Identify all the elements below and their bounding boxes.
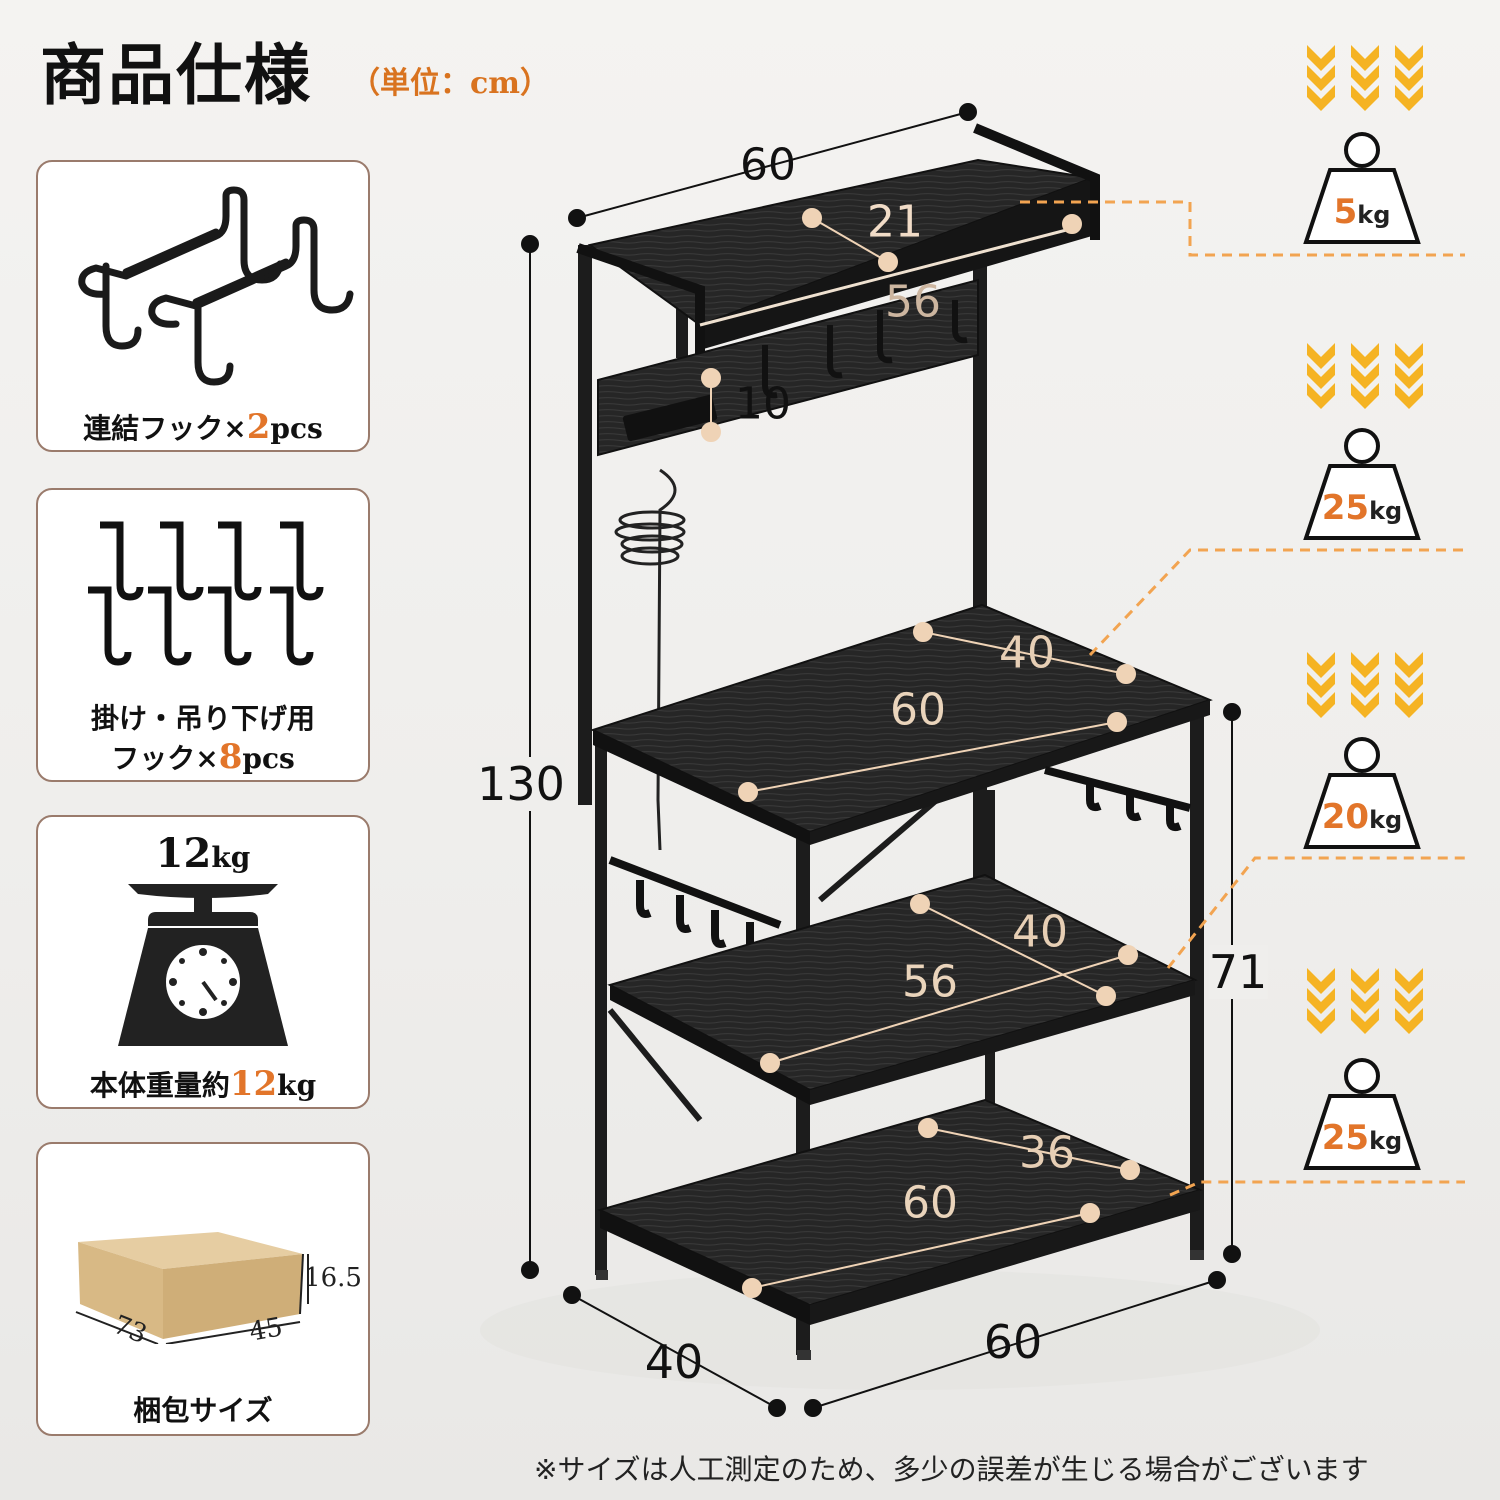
dim-total-height: 130 [477,757,565,811]
package-caption: 梱包サイズ [133,1394,273,1427]
weight-icon [1303,132,1421,1170]
load-icons [1303,45,1423,1170]
dim-shelf1-depth: 40 [999,627,1055,679]
page-title: 商品仕様 [40,37,312,114]
load-label-middle: 20kg [1321,797,1403,837]
scale-weight-label: 12kg [155,830,251,877]
dim-shelf3-width: 60 [902,1177,958,1229]
hanging-hooks-caption-2: フック×8pcs [111,737,295,777]
dim-lower-height: 71 [1208,945,1268,999]
shelf-dimension-lines [701,208,1140,1298]
unit-label: （単位：cm） [350,66,551,101]
connect-hook-caption: 連結フック×2pcs [83,407,323,447]
dim-shelf2-depth: 40 [1012,906,1068,958]
card-hanging-hooks: 掛け・吊り下げ用 フック×8pcs [36,488,370,782]
pegboard [597,278,979,457]
card-package-size: 16.5 73 45 梱包サイズ [36,1142,370,1436]
power-cable [614,468,686,851]
side-hook-rails [608,766,1192,960]
load-leader-lines [1020,200,1465,1197]
dim-shelf2-width: 56 [902,956,958,1008]
load-label-pegboard: 25kg [1321,488,1403,528]
load-label-top: 5kg [1333,192,1391,232]
shelf-1 [590,603,1213,845]
body-weight-caption: 本体重量約12kg [89,1064,317,1104]
scale-icon [118,884,288,1046]
dim-base-width: 60 [983,1315,1043,1369]
load-label-bottom: 25kg [1321,1118,1403,1158]
dim-top-depth: 21 [867,196,923,248]
package-width: 45 [247,1312,285,1348]
connect-hook-icon [78,186,354,386]
footnote: ※サイズは人工測定のため、多少の誤差が生じる場合がございます [534,1453,1369,1486]
package-height: 16.5 [304,1263,362,1293]
dim-shelf1-width: 60 [890,684,946,736]
dim-shelf3-depth: 36 [1019,1127,1075,1179]
card-body-weight: 12kg 本体重量約12kg [36,815,370,1109]
package-box-icon [75,1232,309,1344]
chevron-down-icon [1307,45,1423,1034]
dim-top-width: 60 [740,139,796,191]
dim-top-inner-width: 56 [885,276,941,328]
shelf-2 [607,873,1198,1105]
dim-board-height: 10 [735,378,791,430]
dim-base-depth: 40 [644,1335,704,1389]
hanging-hooks-caption-1: 掛け・吊り下げ用 [90,702,315,735]
hanging-hooks-icon [88,521,324,666]
card-connect-hook: 連結フック×2pcs [36,160,370,452]
